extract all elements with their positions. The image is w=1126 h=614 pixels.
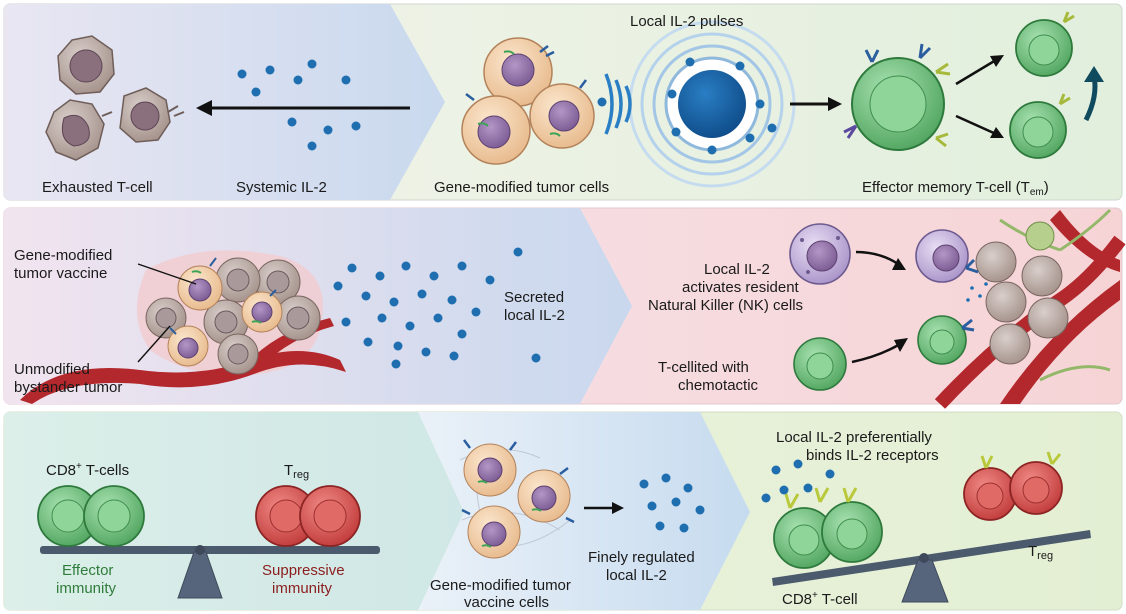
gene-modified-tumor-label: Gene-modified tumor cells xyxy=(434,179,609,196)
secretion-arrow-head xyxy=(612,502,624,514)
secreted-label-line1: Secreted xyxy=(504,289,564,306)
preferential-binding-line2: binds IL-2 receptors xyxy=(806,447,939,464)
recruited-t-cell xyxy=(793,337,847,391)
nk-cell xyxy=(789,223,851,285)
panel-1-chevron xyxy=(4,4,445,200)
t-cell-arrow xyxy=(851,342,901,364)
finely-regulated-line1: Finely regulated xyxy=(588,549,695,566)
regulated-il2-dots xyxy=(639,473,705,533)
daughter-t-cells xyxy=(1009,11,1075,159)
nk-label-line1: Local IL-2 xyxy=(704,261,770,278)
bystander-label-line2: bystander tumor xyxy=(14,379,122,396)
treg-right-label: Treg xyxy=(1028,543,1053,562)
bystander-pointer xyxy=(137,325,171,363)
expansion-arrow-up-head xyxy=(990,55,1004,67)
bystander-label-line1: Unmodified xyxy=(14,361,90,378)
nk-arrow-head xyxy=(892,258,906,270)
tumor-attack-site xyxy=(915,208,1126,409)
exhausted-t-cell-label: Exhausted T-cell xyxy=(42,179,153,196)
balance-right xyxy=(761,451,1091,603)
vaccine-cells xyxy=(459,439,575,559)
expansion-arrow-down xyxy=(955,114,997,136)
nk-label-line3: Natural Killer (NK) cells xyxy=(648,297,803,314)
vaccine-label-line2: tumor vaccine xyxy=(14,265,107,282)
effector-immunity-line2: immunity xyxy=(56,580,117,597)
proliferation-arrow-head xyxy=(1084,66,1104,82)
il2-pulse-source xyxy=(604,20,796,188)
t-cell-label-line2: chemotactic xyxy=(678,377,759,394)
effector-immunity-line1: Effector xyxy=(62,562,113,579)
vaccine-pointer xyxy=(137,263,197,285)
t-cell-arrow-head xyxy=(894,338,908,352)
local-il2-pulses-label: Local IL-2 pulses xyxy=(630,13,743,30)
suppressive-immunity-line2: immunity xyxy=(272,580,333,597)
activation-arrow-head xyxy=(828,97,842,111)
nk-label-line2: activates resident xyxy=(682,279,800,296)
cd8-t-cell-label: CD8+ T-cell xyxy=(782,590,858,608)
gene-modified-tumor-cells xyxy=(461,37,607,165)
nk-arrow xyxy=(855,250,899,266)
cd8-t-cells-label: CD8+ T-cells xyxy=(46,461,129,479)
suppressive-immunity-line1: Suppressive xyxy=(262,562,345,579)
expansion-arrow-down-head xyxy=(990,127,1004,138)
secreted-label-line2: local IL-2 xyxy=(504,307,565,324)
panel-3-left-chevron xyxy=(4,412,464,610)
expansion-arrow-up xyxy=(955,58,997,86)
vaccine-label-line1: Gene-modified xyxy=(14,247,112,264)
preferential-binding-line1: Local IL-2 preferentially xyxy=(776,429,932,446)
panel-2: Gene-modified tumor vaccine Unmodified b… xyxy=(3,207,1126,409)
vaccine-cells-label-line2: vaccine cells xyxy=(464,594,549,611)
panel-1: Exhausted T-cell Systemic IL-2 Gene-modi… xyxy=(3,3,1123,201)
balance-left xyxy=(37,485,380,599)
systemic-arrow-head xyxy=(196,100,212,116)
systemic-il2-label: Systemic IL-2 xyxy=(236,179,327,196)
tumor-cluster xyxy=(20,250,346,404)
finely-regulated-line2: local IL-2 xyxy=(606,567,667,584)
exhausted-t-cells xyxy=(45,35,185,161)
vaccine-cells-label-line1: Gene-modified tumor xyxy=(430,577,571,594)
panel-3: CD8+ T-cells Treg Effector immunity Supp… xyxy=(3,411,1123,611)
treg-label: Treg xyxy=(284,462,309,481)
effector-memory-t-cell xyxy=(843,43,951,151)
systemic-il2-dots xyxy=(237,59,361,151)
effector-memory-label: Effector memory T-cell (Tem) xyxy=(862,179,1049,198)
t-cell-label-line1: T-cellited with xyxy=(658,359,749,376)
secreted-il2-dots xyxy=(333,247,541,369)
